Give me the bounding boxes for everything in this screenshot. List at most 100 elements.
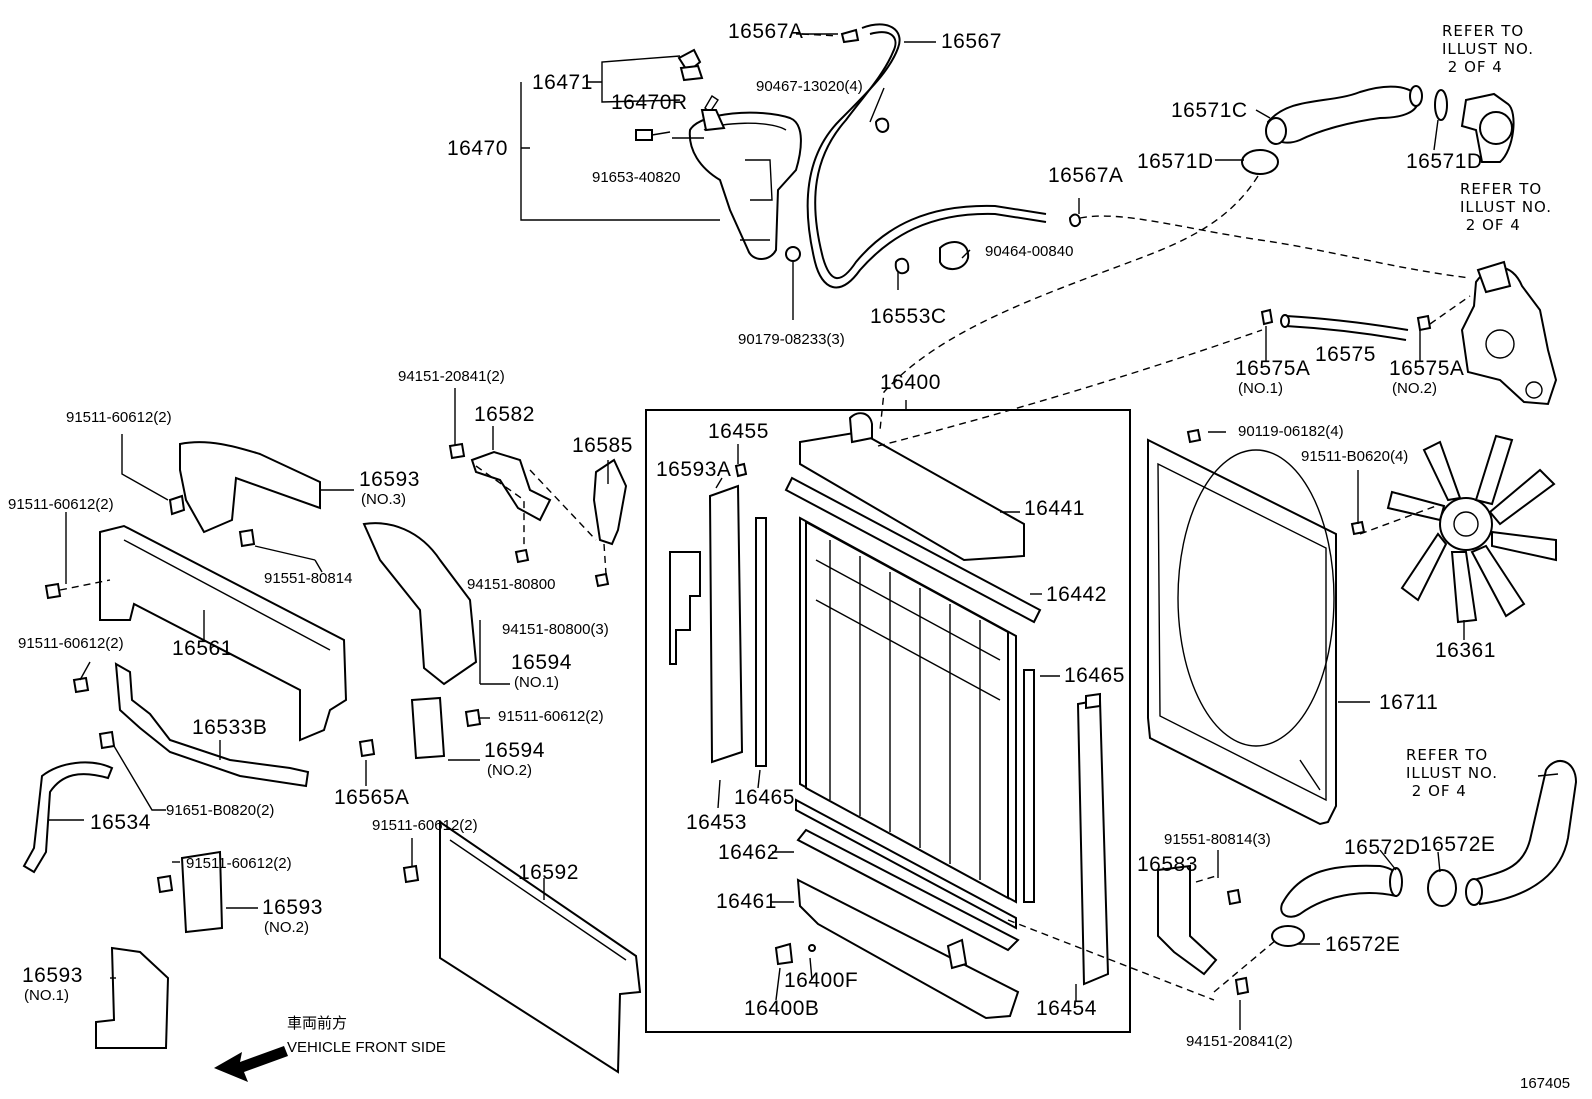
label-16583[interactable]: 16583 <box>1137 853 1198 876</box>
panel-16592 <box>439 820 642 1074</box>
label-16593-no3-sub: (NO.3) <box>361 491 406 508</box>
label-16454[interactable]: 16454 <box>1036 997 1097 1020</box>
front-side-japanese: 車両前方 <box>287 1014 348 1032</box>
label-16593A[interactable]: 16593A <box>656 458 732 481</box>
bracket-16582 <box>470 450 552 522</box>
label-16470R[interactable]: 16470R <box>611 91 688 114</box>
label-16572E-top[interactable]: 16572E <box>1420 833 1496 856</box>
label-94151-20841-bottom[interactable]: 94151-20841(2) <box>1186 1033 1293 1050</box>
label-94151-20841-top[interactable]: 94151-20841(2) <box>398 368 505 385</box>
label-16593-no2[interactable]: 16593 <box>262 896 323 919</box>
bracket-16585 <box>592 458 628 546</box>
radiator-assembly-frame <box>645 409 1131 1033</box>
lower-inlet-hose <box>1472 759 1578 906</box>
label-16567A-top[interactable]: 16567A <box>728 20 804 43</box>
label-16575A-no1-sub: (NO.1) <box>1238 380 1283 397</box>
radiator-core <box>784 412 1042 930</box>
front-side-label: VEHICLE FRONT SIDE <box>287 1039 446 1056</box>
label-90464-00840[interactable]: 90464-00840 <box>985 243 1074 260</box>
label-90179-08233[interactable]: 90179-08233(3) <box>738 331 845 348</box>
water-pump-housing <box>1460 266 1558 406</box>
label-94151-80800-3[interactable]: 94151-80800(3) <box>502 621 609 638</box>
label-16585[interactable]: 16585 <box>572 434 633 457</box>
label-91511-60612-d[interactable]: 91511-60612(2) <box>498 708 604 725</box>
label-16593-no2-sub: (NO.2) <box>264 919 309 936</box>
bracket-16534 <box>22 761 114 874</box>
front-direction-arrow <box>214 1046 288 1082</box>
label-91511-60612-f[interactable]: 91511-60612(2) <box>186 855 292 872</box>
label-16361[interactable]: 16361 <box>1435 639 1496 662</box>
label-91511-60612-e[interactable]: 91511-60612(2) <box>372 817 478 834</box>
label-16567[interactable]: 16567 <box>941 30 1002 53</box>
label-16455[interactable]: 16455 <box>708 420 769 443</box>
refer-note-middle: REFER TO ILLUST NO. 2 OF 4 <box>1460 180 1553 234</box>
label-16400F[interactable]: 16400F <box>784 969 859 992</box>
label-16575A-no2[interactable]: 16575A <box>1389 357 1465 380</box>
label-16461[interactable]: 16461 <box>716 890 777 913</box>
reservoir-tank <box>688 95 802 260</box>
lower-tank <box>796 878 1020 1020</box>
label-16593-no1-sub: (NO.1) <box>24 987 69 1004</box>
right-side-brace <box>1076 698 1110 986</box>
lower-hose <box>1280 864 1402 918</box>
label-16471[interactable]: 16471 <box>532 71 593 94</box>
label-16565A[interactable]: 16565A <box>334 786 410 809</box>
label-16593-no1[interactable]: 16593 <box>22 964 83 987</box>
label-91551-80814-right[interactable]: 91551-80814(3) <box>1164 831 1271 848</box>
label-16567A-mid[interactable]: 16567A <box>1048 164 1124 187</box>
label-16400B[interactable]: 16400B <box>744 997 820 1020</box>
label-16575[interactable]: 16575 <box>1315 343 1376 366</box>
label-16711[interactable]: 16711 <box>1379 691 1439 714</box>
label-16453[interactable]: 16453 <box>686 811 747 834</box>
label-91551-80814-left[interactable]: 91551-80814 <box>264 570 353 587</box>
overflow-hose <box>806 23 1047 289</box>
diagram-number: 167405 <box>1520 1075 1571 1092</box>
label-16462[interactable]: 16462 <box>718 841 779 864</box>
label-91511-B0620[interactable]: 91511-B0620(4) <box>1301 448 1409 465</box>
label-16572E-bottom[interactable]: 16572E <box>1325 933 1401 956</box>
label-91511-60612-a[interactable]: 91511-60612(2) <box>66 409 172 426</box>
label-16441[interactable]: 16441 <box>1024 497 1085 520</box>
support-16561 <box>99 524 348 742</box>
label-16593-no3[interactable]: 16593 <box>359 468 420 491</box>
label-16575A-no1[interactable]: 16575A <box>1235 357 1311 380</box>
label-90119-06182[interactable]: 90119-06182(4) <box>1238 423 1344 440</box>
label-16400[interactable]: 16400 <box>880 371 941 394</box>
plate-16593-no2 <box>180 850 224 934</box>
label-16553C[interactable]: 16553C <box>870 305 947 328</box>
label-16571D-left[interactable]: 16571D <box>1137 150 1214 173</box>
label-91651-B0820[interactable]: 91651-B0820(2) <box>166 802 275 819</box>
bracket-16593-no3 <box>179 441 321 534</box>
label-91653-40820[interactable]: 91653-40820 <box>592 169 681 186</box>
label-16442[interactable]: 16442 <box>1046 583 1107 606</box>
cooling-fan <box>1386 434 1557 624</box>
label-94151-80800[interactable]: 94151-80800 <box>467 576 556 593</box>
label-16533B[interactable]: 16533B <box>192 716 268 739</box>
label-16465-right[interactable]: 16465 <box>1064 664 1125 687</box>
label-16470[interactable]: 16470 <box>447 137 508 160</box>
label-16534[interactable]: 16534 <box>90 811 151 834</box>
upper-hose <box>1266 85 1420 144</box>
label-90467-13020[interactable]: 90467-13020(4) <box>756 78 863 95</box>
label-16571C[interactable]: 16571C <box>1171 99 1248 122</box>
bracket-16594-no1 <box>362 522 478 686</box>
fan-shroud <box>1147 438 1337 826</box>
lower-seal <box>796 828 1020 952</box>
label-16561[interactable]: 16561 <box>172 637 233 660</box>
label-91511-60612-c[interactable]: 91511-60612(2) <box>18 635 124 652</box>
label-16465-left[interactable]: 16465 <box>734 786 795 809</box>
label-16575A-no2-sub: (NO.2) <box>1392 380 1437 397</box>
label-16594-no1-sub: (NO.1) <box>514 674 559 691</box>
label-16582[interactable]: 16582 <box>474 403 535 426</box>
label-16594-no2-sub: (NO.2) <box>487 762 532 779</box>
label-16594-no2[interactable]: 16594 <box>484 739 545 762</box>
label-16592[interactable]: 16592 <box>518 861 579 884</box>
label-91511-60612-b[interactable]: 91511-60612(2) <box>8 496 114 513</box>
label-16571D-right[interactable]: 16571D <box>1406 150 1483 173</box>
bracket-16583 <box>1157 864 1218 976</box>
label-16572D[interactable]: 16572D <box>1344 836 1421 859</box>
label-16594-no1[interactable]: 16594 <box>511 651 572 674</box>
bracket-16533B <box>114 662 310 788</box>
